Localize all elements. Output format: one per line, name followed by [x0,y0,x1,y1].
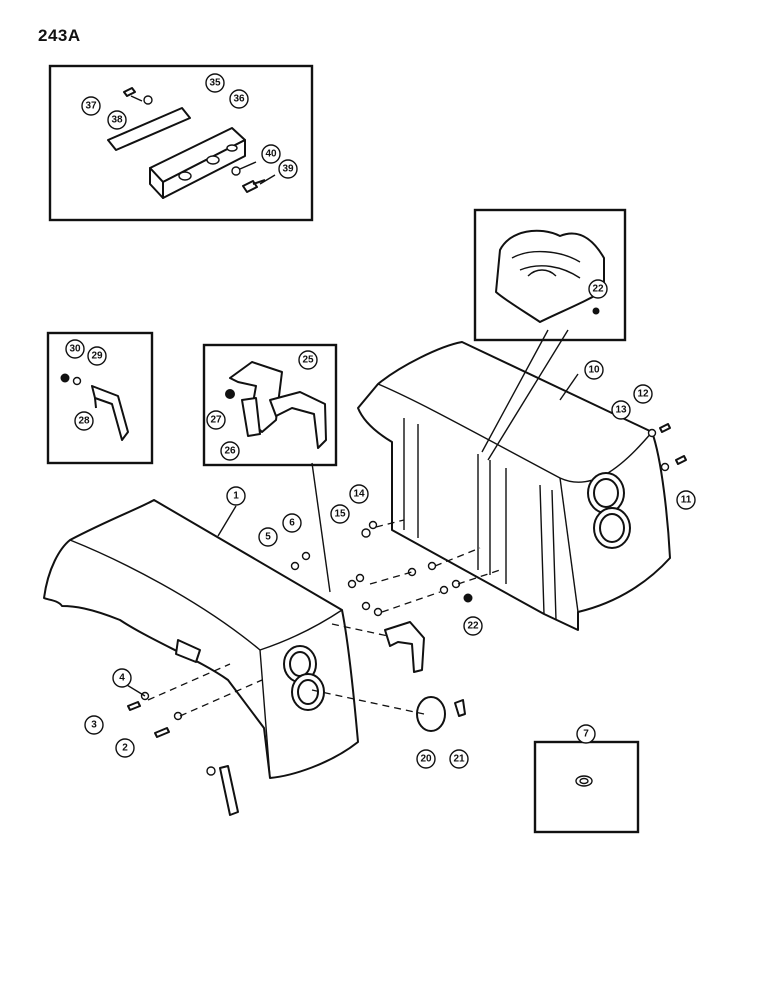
svg-text:7: 7 [583,729,589,740]
inset-fender-detail [473,208,627,342]
svg-text:20: 20 [420,754,432,765]
callout-1: 1 [226,486,246,506]
callout-14: 14 [349,484,369,504]
callout-21: 21 [449,749,469,769]
callout-20: 20 [416,749,436,769]
callout-25: 25 [298,350,318,370]
svg-text:37: 37 [85,101,97,112]
svg-text:36: 36 [233,94,245,105]
callout-7: 7 [576,724,596,744]
callouts: 1 2 3 4 5 6 7 10 11 12 13 14 15 20 21 22… [65,73,696,769]
svg-text:40: 40 [265,149,277,160]
svg-text:21: 21 [453,754,465,765]
page-number: 243A [38,26,81,45]
svg-text:27: 27 [210,415,222,426]
inset-lamp-assembly [48,64,314,222]
svg-text:22: 22 [467,621,479,632]
svg-text:1: 1 [233,491,239,502]
callout-35: 35 [205,73,225,93]
svg-text:35: 35 [209,78,221,89]
svg-text:2: 2 [122,743,128,754]
svg-text:11: 11 [681,495,692,506]
callout-12: 12 [633,384,653,404]
callout-38: 38 [107,110,127,130]
inset-plug [533,740,640,834]
callout-40: 40 [261,144,281,164]
svg-text:6: 6 [289,518,295,529]
callout-28: 28 [74,411,94,431]
callout-26: 26 [220,441,240,461]
callout-37: 37 [81,96,101,116]
callout-10: 10 [584,360,604,380]
callout-6: 6 [282,513,302,533]
callout-22-detail: 22 [588,279,608,299]
callout-5: 5 [258,527,278,547]
svg-text:28: 28 [78,416,90,427]
svg-text:30: 30 [69,344,81,355]
svg-text:5: 5 [265,532,271,543]
callout-13: 13 [611,400,631,420]
svg-text:14: 14 [353,489,365,500]
callout-27: 27 [206,410,226,430]
callout-36: 36 [229,89,249,109]
assembly-lines [147,519,501,717]
svg-text:29: 29 [91,351,103,362]
svg-text:25: 25 [302,355,314,366]
callout-15: 15 [330,504,350,524]
svg-text:39: 39 [282,164,294,175]
svg-text:3: 3 [91,720,97,731]
callout-2: 2 [115,738,135,758]
callout-4: 4 [112,668,132,688]
svg-text:10: 10 [588,365,600,376]
callout-3: 3 [84,715,104,735]
loose-parts [127,423,687,738]
inset-handle [46,331,154,465]
svg-text:15: 15 [334,509,346,520]
svg-text:13: 13 [615,405,627,416]
callout-22: 22 [463,616,483,636]
left-fender [43,499,359,816]
svg-text:26: 26 [224,446,236,457]
callout-30: 30 [65,339,85,359]
callout-11: 11 [676,490,696,510]
svg-text:12: 12 [637,389,649,400]
right-fender [357,341,671,631]
callout-39: 39 [278,159,298,179]
inset-bracket [202,343,338,467]
svg-text:38: 38 [111,115,123,126]
svg-text:22: 22 [592,284,604,295]
svg-text:4: 4 [119,673,125,684]
callout-29: 29 [87,346,107,366]
